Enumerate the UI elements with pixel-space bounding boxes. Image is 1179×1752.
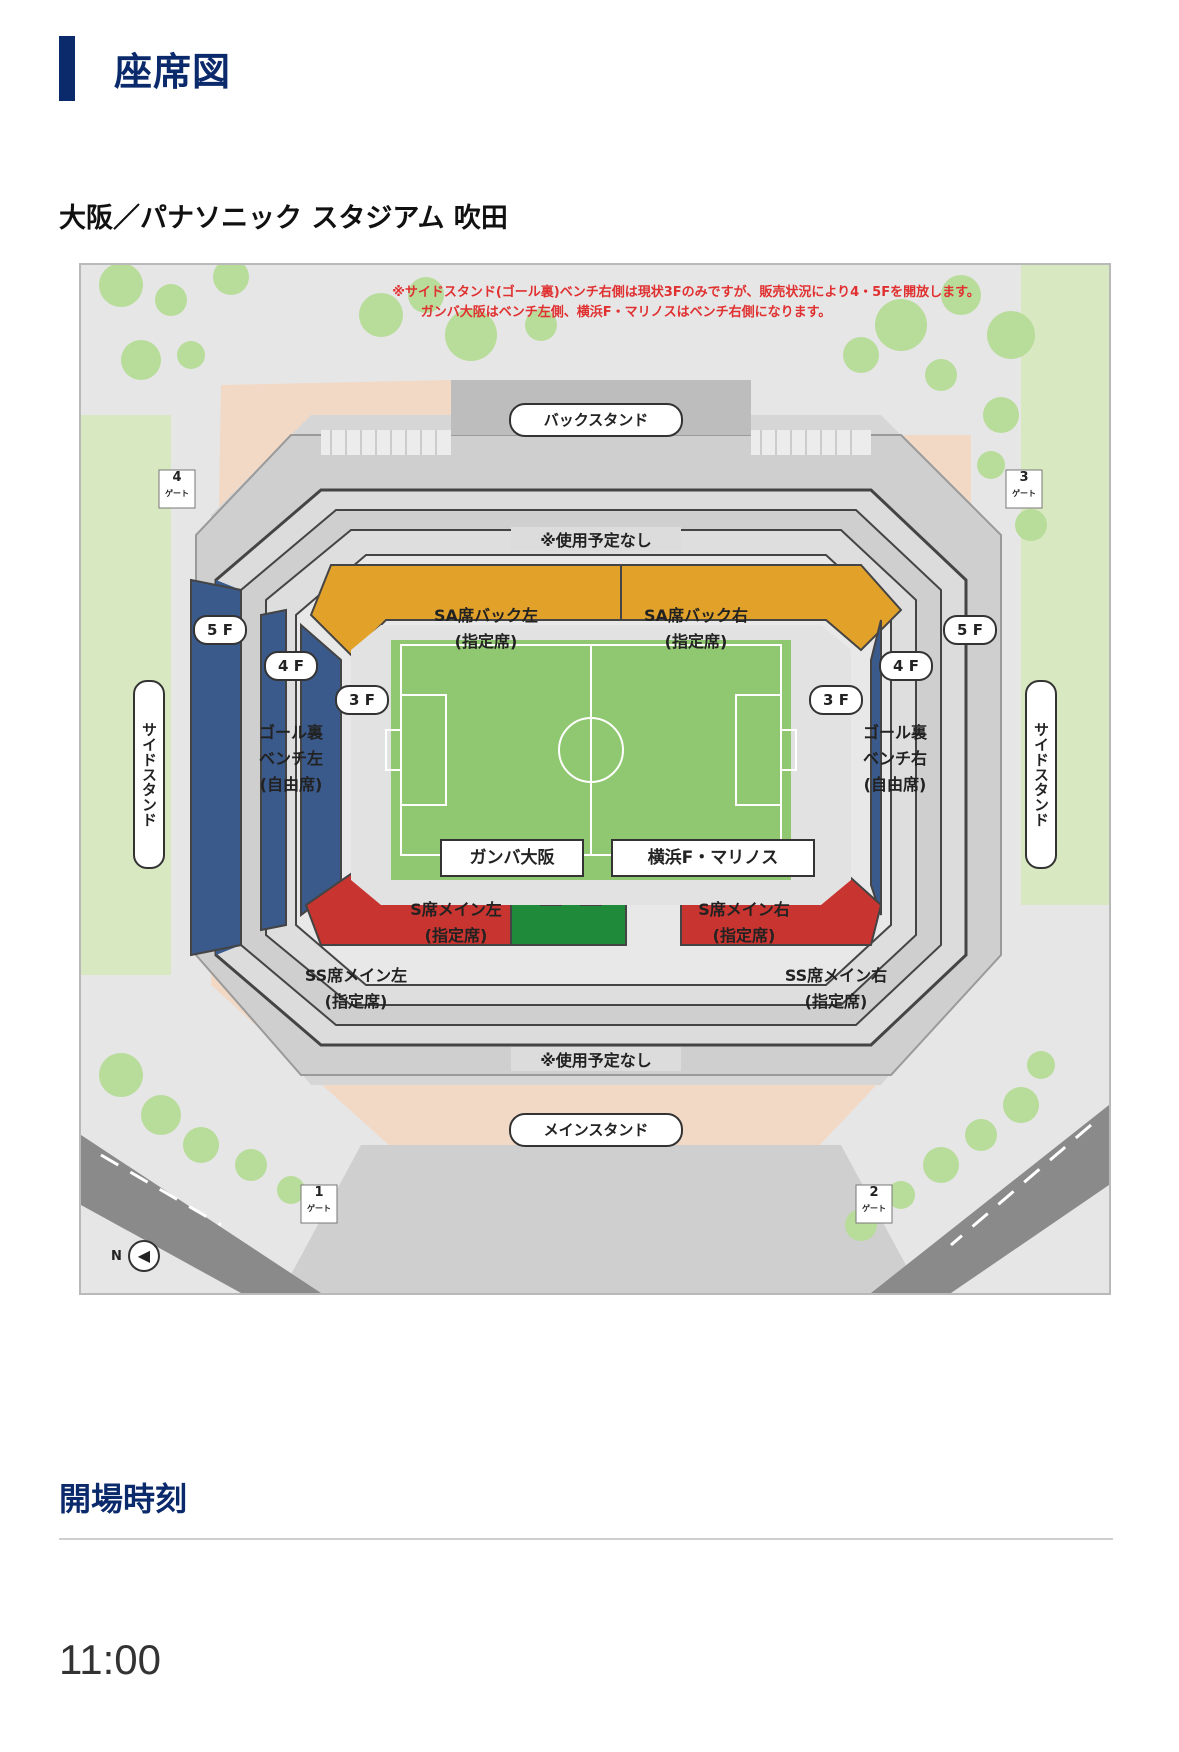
s-main-right-name: S席メイン右	[698, 900, 790, 919]
ss-main-left-label: SS席メイン左 (指定席)	[281, 963, 431, 1015]
side-stand-right-label: サイドスタンド	[1025, 680, 1057, 869]
gate-4-word: ゲート	[165, 489, 189, 498]
ss-main-right-name: SS席メイン右	[784, 966, 888, 985]
goal-back-left-side: ベンチ左	[258, 749, 323, 768]
unused-top-label: ※使用予定なし	[511, 527, 681, 551]
floor-5f-right: 5 F	[943, 615, 997, 645]
main-stand-label: メインスタンド	[509, 1113, 683, 1147]
gate-1-word: ゲート	[307, 1204, 331, 1213]
gate-1-number: 1	[314, 1185, 324, 1200]
team-away-label: 横浜F・マリノス	[611, 839, 815, 877]
s-main-left-type: (指定席)	[424, 926, 488, 945]
floor-4f-right: 4 F	[879, 651, 933, 681]
gate-4-number: 4	[172, 470, 182, 485]
goal-back-right-type: (自由席)	[863, 775, 927, 794]
gate-3-number: 3	[1019, 470, 1029, 485]
sa-back-left-name: SA席バック左	[434, 606, 538, 625]
compass-arrow-icon: ◀	[127, 1240, 160, 1272]
ss-main-left-name: SS席メイン左	[304, 966, 408, 985]
sa-back-right-label: SA席バック右 (指定席)	[596, 603, 796, 655]
goal-back-left-title: ゴール裏	[258, 723, 323, 742]
floor-4f-left: 4 F	[264, 651, 318, 681]
gate-2-number: 2	[869, 1185, 879, 1200]
section-accent-bar	[59, 36, 75, 101]
goal-back-left-label: ゴール裏 ベンチ左 (自由席)	[231, 720, 351, 798]
team-home-label: ガンバ大阪	[440, 839, 584, 877]
gate-1: 1 ゲート	[301, 1185, 337, 1217]
s-main-right-label: S席メイン右 (指定席)	[669, 897, 819, 949]
ss-main-right-label: SS席メイン右 (指定席)	[761, 963, 911, 1015]
gate-4: 4 ゲート	[159, 470, 195, 502]
map-notice-line2: ガンバ大阪はベンチ左側、横浜F・マリノスはベンチ右側になります。	[420, 305, 832, 320]
goal-back-right-title: ゴール裏	[862, 723, 927, 742]
floor-5f-left: 5 F	[193, 615, 247, 645]
ss-main-right-type: (指定席)	[804, 992, 868, 1011]
opening-time-title: 開場時刻	[59, 1480, 188, 1518]
north-indicator: N ◀	[111, 1240, 160, 1272]
sa-back-left-label: SA席バック左 (指定席)	[386, 603, 586, 655]
ss-main-left-type: (指定席)	[324, 992, 388, 1011]
sa-back-right-type: (指定席)	[664, 632, 728, 651]
gate-2: 2 ゲート	[856, 1185, 892, 1217]
seat-map-svg	[81, 265, 1109, 1293]
sa-back-right-name: SA席バック右	[644, 606, 748, 625]
s-main-right-type: (指定席)	[712, 926, 776, 945]
map-notice: ※サイドスタンド(ゴール裏)ベンチ右側は現状3Fのみですが、販売状況により4・5…	[276, 283, 1096, 323]
goal-back-left-type: (自由席)	[259, 775, 323, 794]
floor-3f-right: 3 F	[809, 685, 863, 715]
gate-3: 3 ゲート	[1006, 470, 1042, 502]
north-label: N	[111, 1248, 122, 1264]
seat-map: ※サイドスタンド(ゴール裏)ベンチ右側は現状3Fのみですが、販売状況により4・5…	[79, 263, 1111, 1295]
venue-name: 大阪／パナソニック スタジアム 吹田	[59, 203, 508, 234]
sa-back-left-type: (指定席)	[454, 632, 518, 651]
back-stand-label: バックスタンド	[509, 403, 683, 437]
page-title: 座席図	[114, 50, 232, 94]
floor-3f-left: 3 F	[335, 685, 389, 715]
gate-2-word: ゲート	[862, 1204, 886, 1213]
map-notice-line1: ※サイドスタンド(ゴール裏)ベンチ右側は現状3Fのみですが、販売状況により4・5…	[392, 285, 980, 300]
section-header: 座席図	[59, 36, 231, 101]
s-main-left-label: S席メイン左 (指定席)	[381, 897, 531, 949]
goal-back-right-side: ベンチ右	[862, 749, 927, 768]
goal-back-right-label: ゴール裏 ベンチ右 (自由席)	[835, 720, 955, 798]
side-stand-left-label: サイドスタンド	[133, 680, 165, 869]
s-main-left-name: S席メイン左	[410, 900, 502, 919]
unused-bottom-label: ※使用予定なし	[511, 1047, 681, 1071]
divider	[59, 1538, 1113, 1540]
opening-time-value: 11:00	[59, 1636, 161, 1683]
gate-3-word: ゲート	[1012, 489, 1036, 498]
